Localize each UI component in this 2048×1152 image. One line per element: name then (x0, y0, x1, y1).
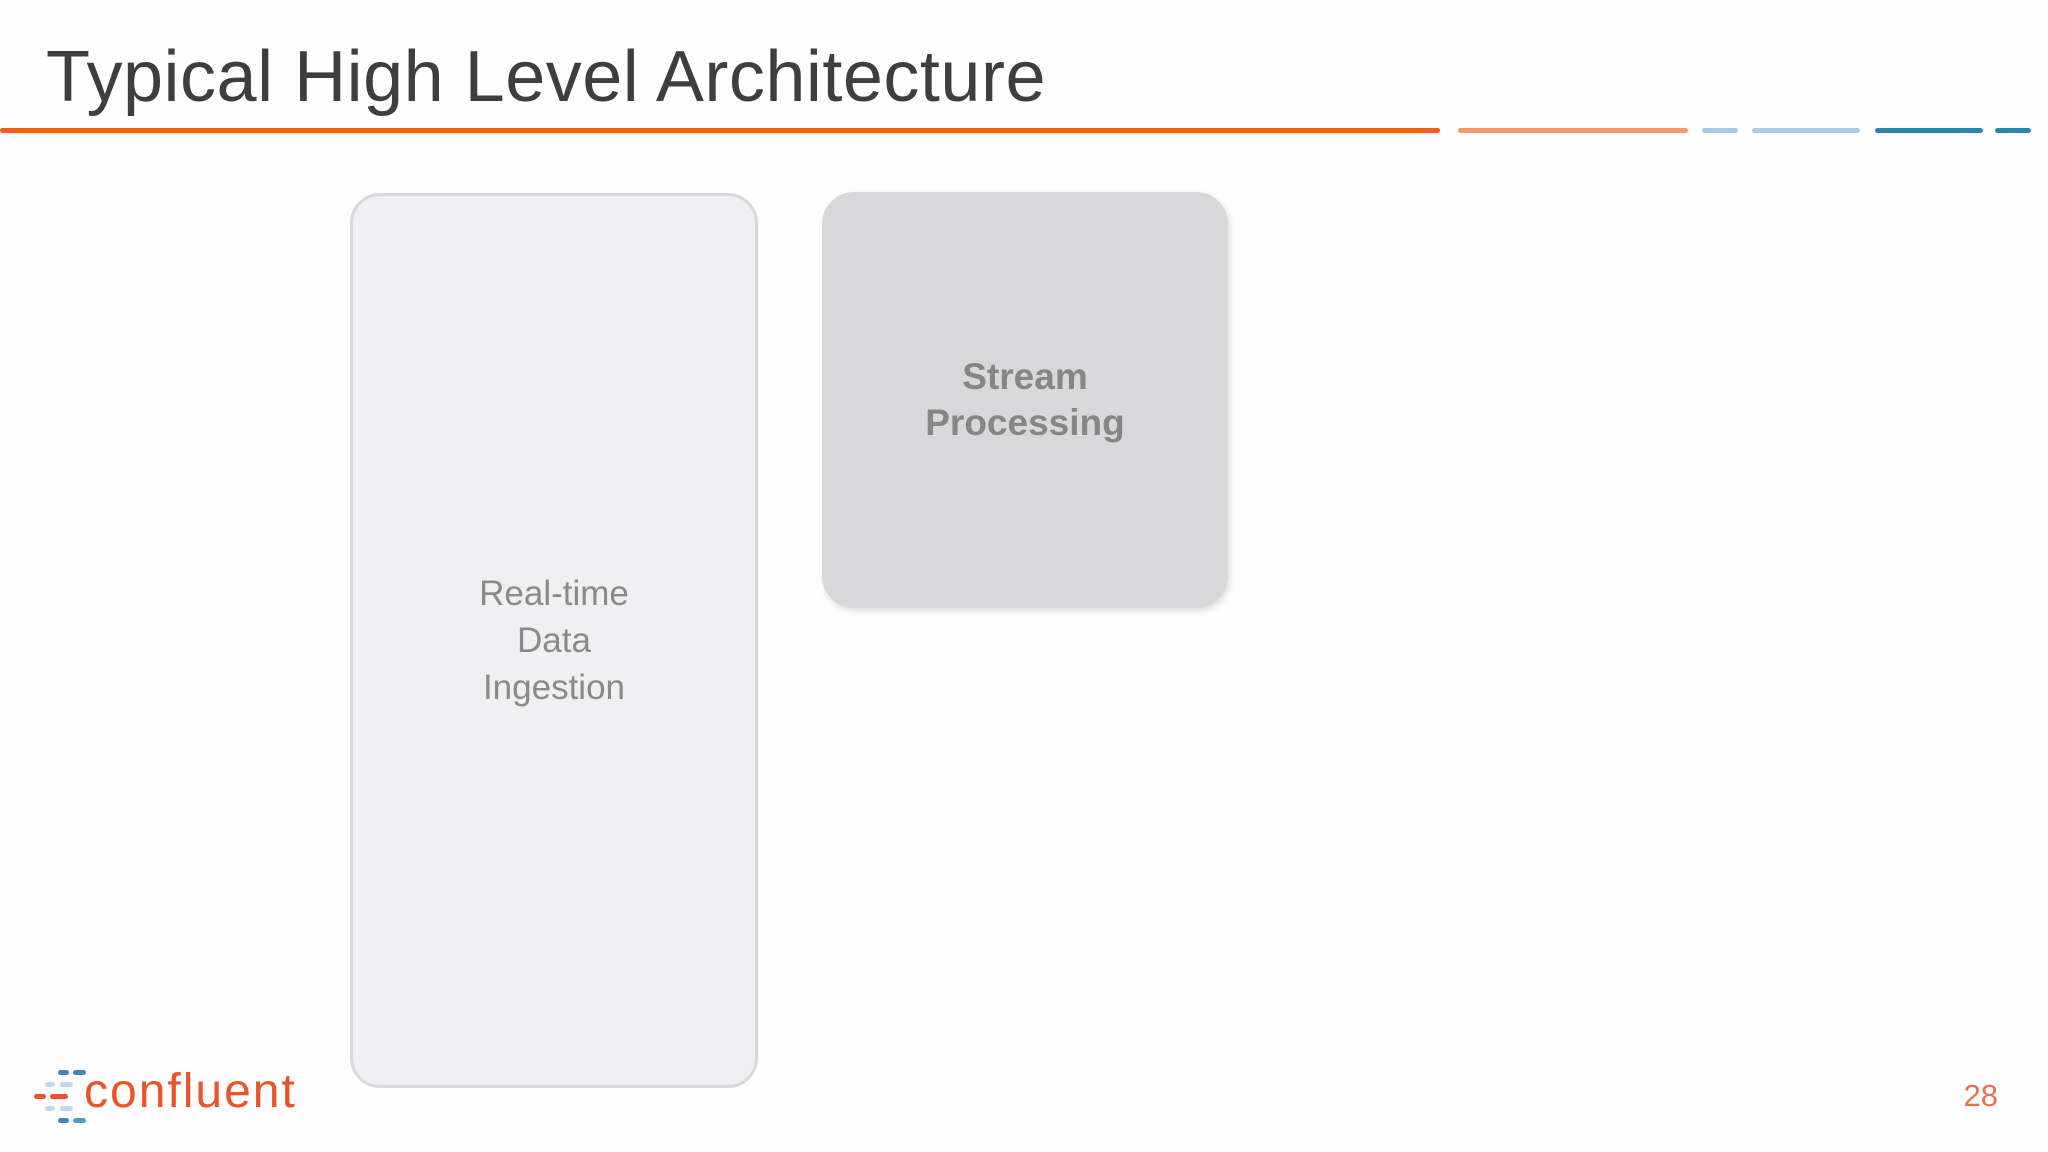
box-label-line: Processing (925, 402, 1125, 443)
title-rule-segment (1752, 128, 1860, 133)
confluent-logo-wordmark: confluent (84, 1065, 297, 1118)
box-stream-processing-label: Stream Processing (925, 354, 1124, 446)
box-label-line: Data (517, 621, 591, 660)
box-label-line: Ingestion (482, 668, 626, 707)
page-number: 28 (1963, 1078, 1998, 1113)
title-rule-segment (1875, 128, 1983, 133)
box-label-line: Stream (962, 356, 1088, 397)
box-real-time-data-ingestion-label: Real-time Data Ingestion (479, 570, 629, 711)
confluent-logo: confluent (32, 1060, 297, 1124)
title-rule-segment (1458, 128, 1688, 133)
title-rule-segment (0, 128, 1440, 133)
box-stream-processing: Stream Processing (822, 192, 1228, 608)
slide-title: Typical High Level Architecture (46, 37, 1046, 117)
box-real-time-data-ingestion: Real-time Data Ingestion (350, 193, 758, 1088)
title-rule-segment (1995, 128, 2031, 133)
confluent-logo-mark-icon (34, 1070, 86, 1123)
box-label-line: Real-time (479, 574, 629, 613)
title-rule (0, 128, 2048, 134)
title-rule-segment (1702, 128, 1738, 133)
